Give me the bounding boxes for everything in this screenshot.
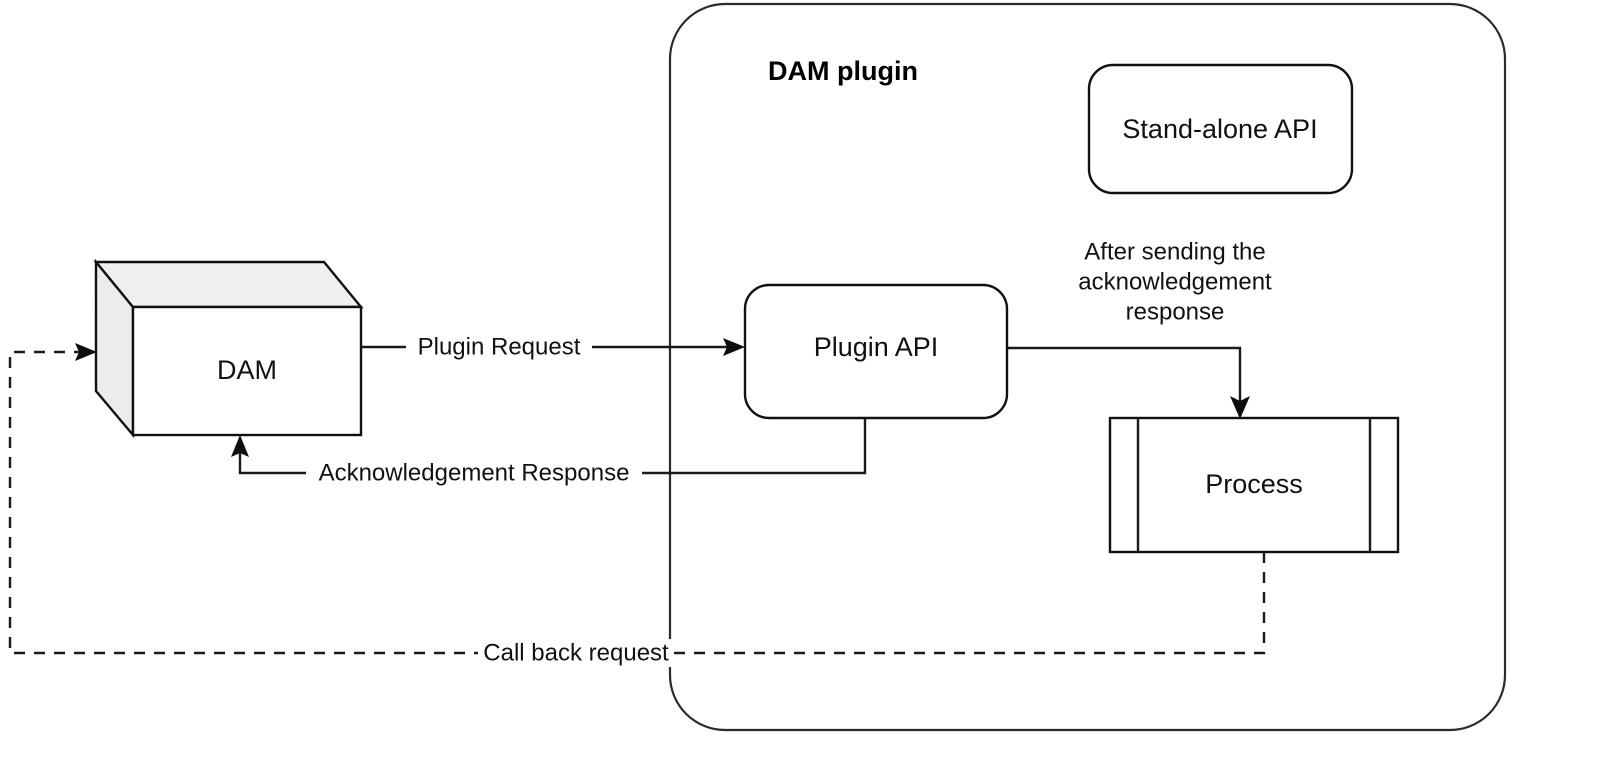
edge-call-back-request: Call back request <box>8 343 1266 667</box>
dam-cube-front-face <box>131 305 363 437</box>
dam-label: DAM <box>217 355 277 385</box>
plugin-request-label-bg <box>406 333 592 361</box>
plugin-request-arrowhead <box>723 338 745 356</box>
standalone-api-box <box>1087 63 1354 195</box>
dam-plugin-container <box>668 2 1507 732</box>
acknowledgement-response-arrowhead <box>231 435 249 457</box>
node-standalone-api[interactable]: Stand-alone API <box>1087 63 1354 195</box>
acknowledgement-response-label: Acknowledgement Response <box>319 459 630 486</box>
call-back-request-line <box>8 350 1266 655</box>
call-back-request-label: Call back request <box>483 639 669 666</box>
node-dam[interactable]: DAM <box>93 258 364 439</box>
edge-after-acknowledgement: After sending the acknowledgement respon… <box>1007 238 1272 419</box>
process-box <box>1108 416 1400 554</box>
plugin-api-box <box>743 283 1009 420</box>
edge-acknowledgement-response: Acknowledgement Response <box>231 418 867 487</box>
after-acknowledgement-label-line2: acknowledgement <box>1078 268 1272 295</box>
dam-plugin-boundary <box>668 2 1507 732</box>
acknowledgement-response-label-bg <box>306 459 642 487</box>
after-acknowledgement-line <box>1007 346 1242 408</box>
dam-cube-top-face <box>93 260 364 309</box>
node-process[interactable]: Process <box>1108 416 1400 554</box>
after-acknowledgement-arrowhead <box>1230 396 1250 419</box>
plugin-request-label: Plugin Request <box>418 333 581 360</box>
after-acknowledgement-label-line3: response <box>1126 298 1225 325</box>
standalone-api-label: Stand-alone API <box>1122 114 1317 144</box>
dam-plugin-title: DAM plugin <box>768 56 918 86</box>
plugin-api-label: Plugin API <box>814 332 939 362</box>
call-back-request-arrowhead <box>75 343 97 361</box>
after-acknowledgement-label-line1: After sending the <box>1084 238 1265 265</box>
node-plugin-api[interactable]: Plugin API <box>743 283 1009 420</box>
edge-plugin-request: Plugin Request <box>361 333 745 361</box>
process-label: Process <box>1205 469 1303 499</box>
call-back-request-label-bg <box>478 639 674 667</box>
